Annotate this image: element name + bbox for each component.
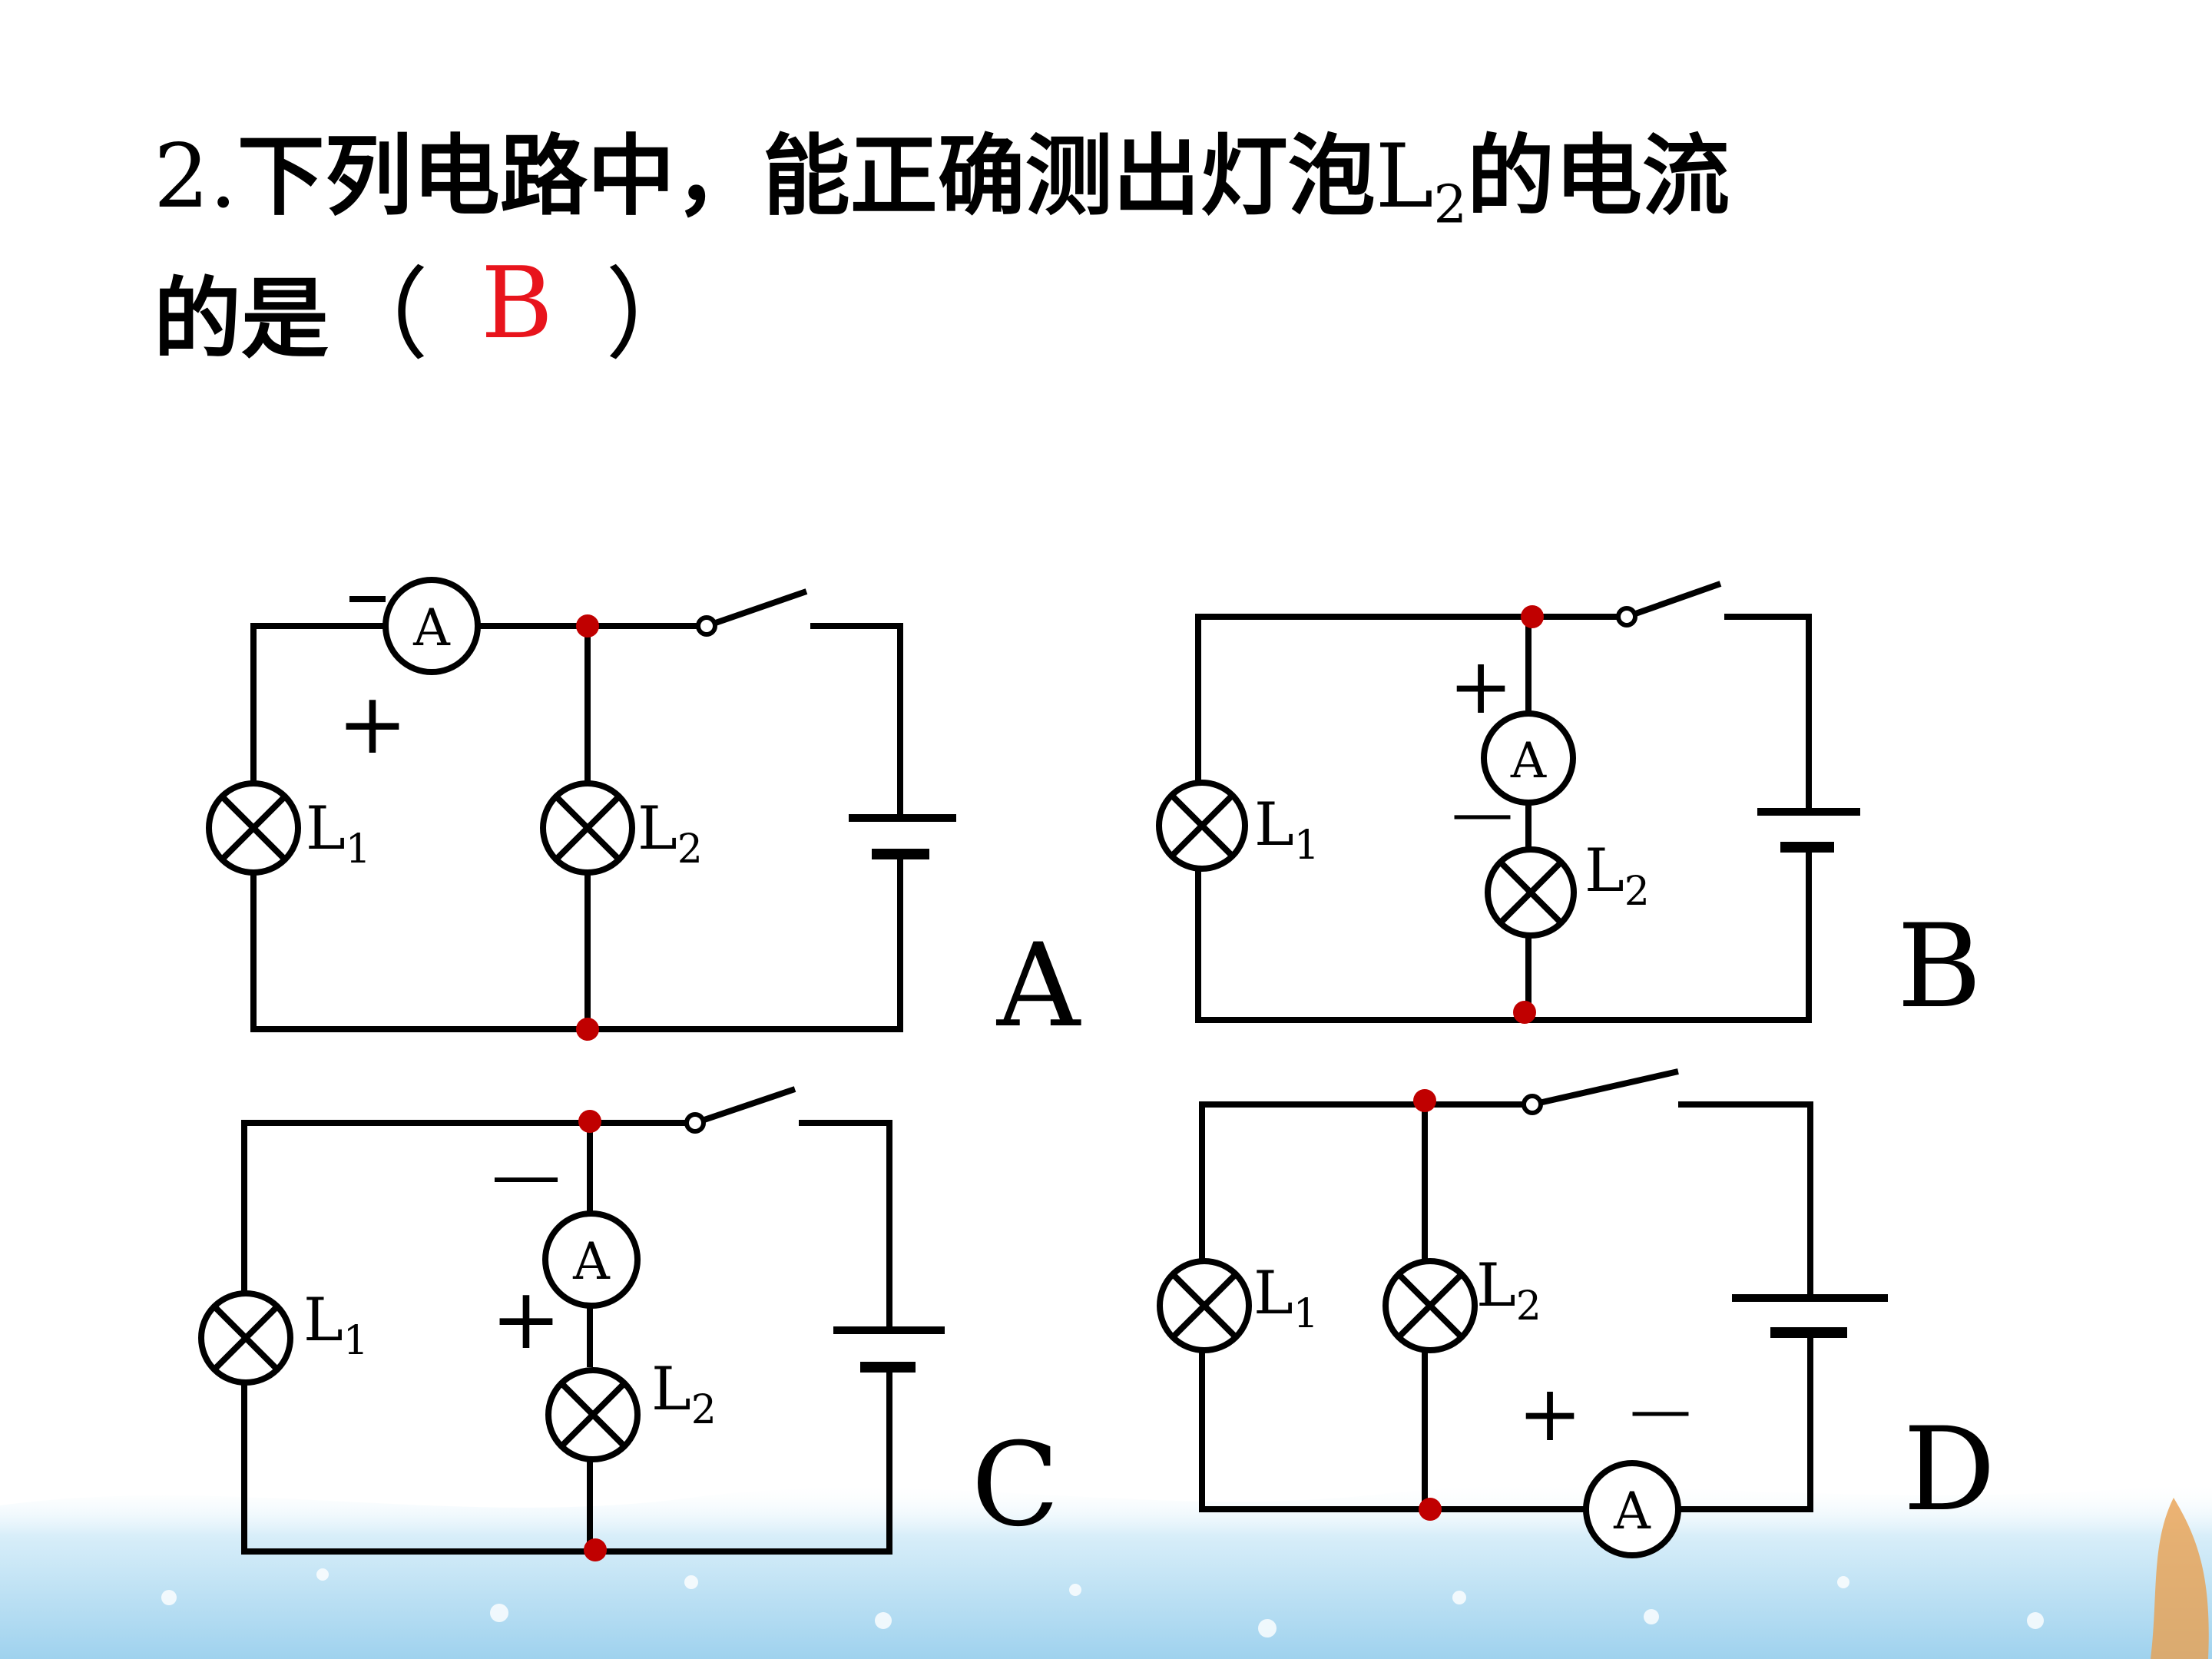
circuit-b-wires <box>1195 614 1812 1023</box>
circuit-a-option-letter: A <box>996 919 1081 1053</box>
circuit-d-junctions <box>1413 1089 1442 1521</box>
circuit-a-lamp-l1-icon <box>206 780 301 876</box>
circuit-d-plus-sign: + <box>1518 1369 1582 1459</box>
circuit-a-meter-label: A <box>412 598 451 657</box>
circuit-d-switch <box>1532 1068 1679 1108</box>
circuit-b-battery-icon <box>1757 808 1860 853</box>
circuit-d-lamp-l2-icon <box>1382 1258 1478 1353</box>
decorative-flowers <box>161 1568 2044 1637</box>
circuit-a-junctions <box>576 614 599 1041</box>
question-line-2: 的是（ B ） <box>154 247 706 381</box>
question-body-line2: 的是 <box>154 268 329 370</box>
circuit-b-option-letter: B <box>1897 900 1982 1034</box>
circuit-b-l1-label: L1 <box>1254 790 1320 869</box>
circuit-c-option-letter: C <box>972 1419 1060 1552</box>
circuit-c-meter-label: A <box>572 1232 611 1291</box>
circuit-b <box>1156 581 1860 1023</box>
circuit-b-lamp-l1-icon <box>1156 780 1248 872</box>
circuit-b-minus-sign: — <box>1452 777 1513 848</box>
circuit-c-minus-sign: — <box>492 1134 561 1215</box>
question-number: 2. <box>154 125 237 227</box>
question-body-end: 的电流 <box>1467 125 1730 227</box>
circuit-c-battery-icon <box>833 1326 945 1373</box>
circuit-a-l2-label: L2 <box>637 794 703 873</box>
circuit-d <box>1157 1068 1888 1558</box>
circuit-c-switch <box>694 1086 796 1126</box>
open-paren: （ <box>329 257 429 373</box>
circuit-c-lamp-l1-icon <box>198 1290 293 1386</box>
circuit-a <box>206 577 956 1032</box>
circuit-b-switch <box>1625 581 1722 620</box>
circuit-d-wires <box>1199 1101 1813 1512</box>
circuit-d-option-letter: D <box>1903 1403 1995 1537</box>
circuit-d-l1-label: L1 <box>1253 1259 1319 1337</box>
circuit-c-wires <box>241 1120 892 1555</box>
circuit-b-meter-label: A <box>1510 733 1547 790</box>
circuit-a-lamp-l2-icon <box>540 780 635 876</box>
circuit-a-ammeter <box>382 577 481 675</box>
circuit-c-lamp-l2-icon <box>545 1367 641 1462</box>
circuit-a-switch <box>705 588 808 629</box>
circuit-d-ammeter <box>1583 1460 1681 1558</box>
circuit-b-junctions <box>1513 605 1544 1024</box>
close-paren: ） <box>605 257 706 373</box>
lamp-name: L <box>1375 125 1434 227</box>
circuit-b-lamp-l2-icon <box>1485 846 1577 939</box>
circuit-b-plus-sign: + <box>1449 641 1513 731</box>
circuit-b-l2-label: L2 <box>1584 836 1650 915</box>
circuit-c-l1-label: L1 <box>303 1286 369 1364</box>
circuit-d-l2-label: L2 <box>1476 1251 1541 1330</box>
question-line-1: 2.下列电路中，能正确测出灯泡L2的电流 <box>154 115 1730 267</box>
circuit-c-l2-label: L2 <box>651 1355 717 1433</box>
circuit-c-junctions <box>578 1110 607 1561</box>
circuit-d-battery-icon <box>1732 1294 1888 1338</box>
lamp-subscript: 2 <box>1433 174 1468 236</box>
answer-letter: B <box>481 247 554 361</box>
circuit-d-lamp-l1-icon <box>1157 1258 1252 1353</box>
circuit-b-ammeter <box>1481 710 1576 806</box>
circuit-c-plus-sign: + <box>491 1270 561 1368</box>
circuit-c-ammeter <box>542 1210 641 1309</box>
circuit-c <box>198 1086 945 1555</box>
circuit-d-meter-label: A <box>1613 1482 1651 1541</box>
circuit-a-plus-sign: + <box>337 674 408 773</box>
circuit-d-minus-sign: — <box>1630 1373 1691 1445</box>
circuit-a-battery-icon <box>849 814 956 859</box>
corner-decoration <box>2151 1498 2209 1659</box>
question-body: 下列电路中，能正确测出灯泡 <box>237 125 1376 227</box>
circuit-a-l1-label: L1 <box>306 794 371 873</box>
